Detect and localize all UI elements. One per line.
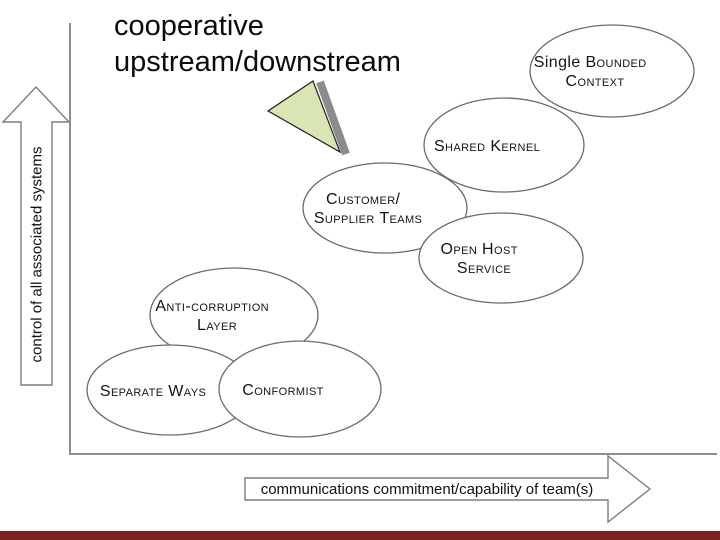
ellipse-conformist: Conformist bbox=[0, 0, 382, 438]
y-axis-label-box: control of all associated systems bbox=[22, 124, 52, 384]
ellipse-shape bbox=[529, 24, 695, 118]
slide-title: cooperative upstream/downstream bbox=[114, 8, 401, 80]
ellipse-shape bbox=[423, 97, 585, 193]
ellipse-label: Customer/ Supplier Teams bbox=[0, 0, 456, 227]
ellipse-shape bbox=[218, 340, 382, 438]
ellipse-shared-kernel: Shared Kernel bbox=[0, 0, 585, 193]
ellipse-label: Shared Kernel bbox=[0, 0, 574, 155]
ellipse-single-bounded-context: Single Bounded Context bbox=[0, 0, 695, 118]
ellipse-open-host-service: Open Host Service bbox=[0, 0, 584, 304]
ellipse-anti-corruption-layer: Anti-corruption Layer bbox=[0, 0, 319, 363]
ellipse-label: Single Bounded Context bbox=[0, 0, 690, 90]
ellipse-customer-supplier-teams: Customer/ Supplier Teams bbox=[0, 0, 468, 254]
ellipse-shape bbox=[418, 212, 584, 304]
ellipse-label: Separate Ways bbox=[0, 0, 240, 400]
ellipse-label: Anti-corruption Layer bbox=[0, 0, 313, 334]
ellipse-shape bbox=[302, 162, 468, 254]
y-axis-arrow bbox=[1, 85, 71, 386]
slide-title-line1: cooperative bbox=[114, 10, 264, 42]
y-axis-label: control of all associated systems bbox=[28, 146, 46, 362]
triangle-shadow bbox=[316, 80, 350, 156]
x-axis-arrow bbox=[244, 454, 652, 524]
ellipse-separate-ways: Separate Ways bbox=[0, 0, 254, 436]
x-axis-label: communications commitment/capability of … bbox=[260, 480, 594, 498]
highlight-triangle bbox=[266, 80, 342, 154]
bottom-accent-bar bbox=[0, 531, 720, 540]
ellipse-label: Open Host Service bbox=[0, 0, 561, 277]
ellipse-label: Conformist bbox=[0, 0, 358, 399]
slide-title-line2: upstream/downstream bbox=[114, 46, 401, 78]
